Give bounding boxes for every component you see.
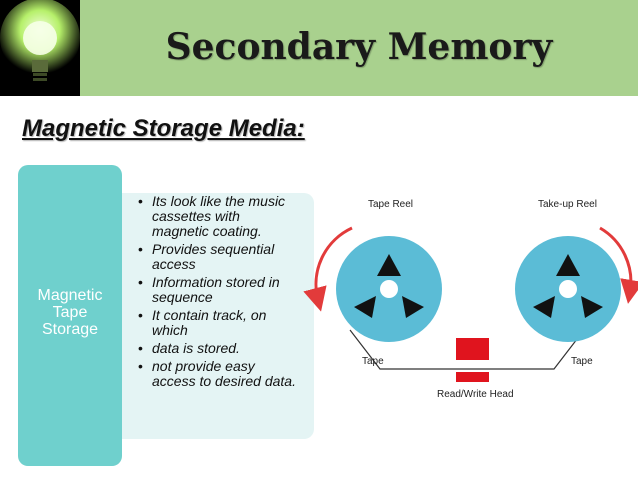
takeup-reel-icon [515,236,621,342]
tape-reel-label: Tape Reel [368,199,413,210]
takeup-reel-label: Take-up Reel [538,199,597,210]
tape-line [349,329,585,370]
bullet-item: Provides sequential access [136,242,296,272]
slide-header: Secondary Memory [0,0,638,96]
slide-title: Secondary Memory [165,26,553,68]
bullet-item: data is stored. [136,341,296,357]
category-panel [18,165,122,466]
category-label-line: Storage [41,321,99,338]
slide-subtitle: Magnetic Storage Media: [22,115,305,142]
read-write-head-label: Read/Write Head [437,389,514,400]
rotation-arrow-right [599,226,638,304]
bullet-item: not provide easy access to desired data. [136,359,296,389]
tape-right-label: Tape [571,356,593,367]
category-label: Magnetic Tape Storage [18,287,122,338]
bullet-item: Information stored in sequence [136,275,296,305]
category-label-line: Magnetic [37,287,103,304]
tape-diagram: Tape Reel Take-up Reel Tape Tape Read/Wr… [303,199,638,400]
tape-reel-icon [336,236,442,342]
bullet-item: It contain track, on which [136,308,296,338]
bullet-list: Its look like the music cassettes with m… [136,194,296,392]
lightbulb-icon [0,0,80,96]
read-write-head-bottom [456,372,489,382]
tape-left-label: Tape [362,356,384,367]
bullet-item: Its look like the music cassettes with m… [136,194,296,239]
rotation-arrow-left [303,226,353,312]
read-write-head-top [456,338,489,360]
category-label-line: Tape [52,304,88,321]
